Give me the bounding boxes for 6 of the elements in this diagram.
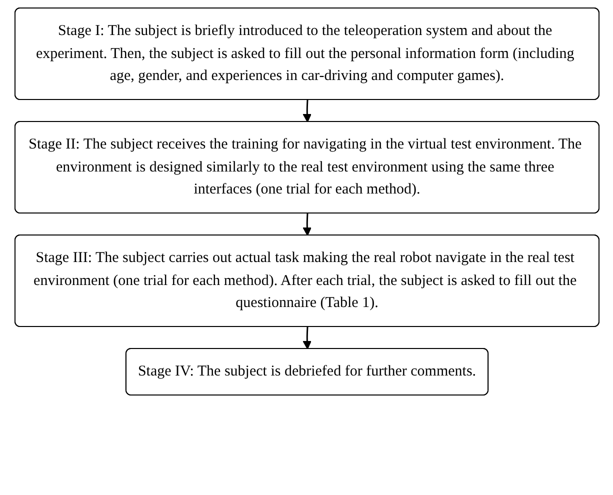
arrow [302,100,312,122]
node-text: Stage I: The subject is briefly introduced to the teleoperation system and about the experiment. Then, the subject is asked to fill out the personal information form (including age, gender, and experiences in car-driving and computer games). [35,23,574,84]
arrow [302,213,312,236]
node-text: Stage II: The subject receives the training for navigating in the virtual test environment. The environment is designed similarly to the real test environment using the same three interfaces (one trial for each method). [28,136,582,198]
node-text: Stage III: The subject carries out actual task making the real robot navigate in the real test environment (one trial for each method). After each trial, the subject is asked to fill out the questionnaire (Table 1). [33,250,576,311]
arrow [302,326,312,350]
